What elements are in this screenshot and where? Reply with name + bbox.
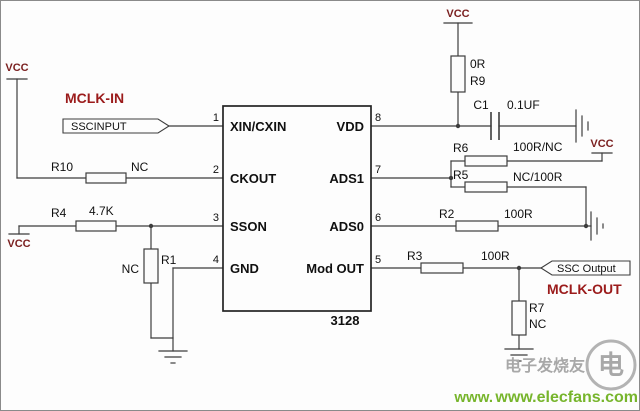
chip-part-number: 3128 [331, 313, 360, 328]
watermark-logo-char: 电 [598, 350, 624, 380]
resistor-r2-value: 100R [504, 207, 533, 221]
resistor-r10: R10 NC [51, 160, 149, 184]
resistor-r1-value: NC [122, 262, 140, 276]
resistor-r5: R5 NC/100R [453, 168, 563, 193]
vcc-label-bottom-left: VCC [7, 238, 30, 250]
watermark-url: www.elecfans.com [494, 389, 638, 406]
vcc-label-mid-right: VCC [590, 138, 613, 150]
resistor-r3: R3 100R [407, 249, 510, 274]
resistor-r3-ref: R3 [407, 249, 423, 263]
resistor-r4: R4 4.7K [51, 204, 117, 232]
resistor-r9-ref: R9 [470, 74, 486, 88]
watermark-url-prefix: www. [453, 389, 493, 406]
resistor-r10-ref: R10 [51, 160, 73, 174]
ssc-output-flag-label: SSC Output [557, 263, 616, 275]
mclk-out-label: MCLK-OUT [547, 281, 622, 297]
sscinput-flag-label: SSCINPUT [71, 121, 127, 133]
net-flag-sscinput: SSCINPUT [62, 118, 171, 134]
pin-label-mod-out: Mod OUT [306, 261, 364, 276]
resistor-r2-ref: R2 [439, 207, 455, 221]
resistor-r9: 0R R9 [450, 55, 486, 93]
net-flag-ssc-output: SSC Output [539, 260, 631, 276]
wires [16, 22, 603, 352]
vcc-symbol-mid-right: VCC [590, 138, 614, 154]
resistor-r9-value: 0R [470, 57, 486, 71]
ground-symbol-r7 [504, 348, 534, 362]
pin-label-sson: SSON [230, 219, 267, 234]
chip-3128: XIN/CXIN CKOUT SSON GND VDD ADS1 ADS0 Mo… [213, 105, 381, 328]
junction-dots [148, 123, 589, 271]
pin-number-7: 7 [375, 164, 381, 176]
resistor-r7-value: NC [529, 317, 547, 331]
vcc-symbol-top-right: VCC [443, 8, 473, 24]
resistor-r6-ref: R6 [453, 141, 469, 155]
pin-number-4: 4 [213, 254, 219, 266]
capacitor-c1: C1 0.1UF [473, 98, 540, 140]
pin-label-gnd: GND [230, 261, 259, 276]
resistor-r1: NC R1 [122, 248, 177, 284]
pin-number-3: 3 [213, 212, 219, 224]
resistor-r7-ref: R7 [529, 301, 545, 315]
vcc-label-top-left: VCC [5, 62, 28, 74]
resistor-r5-value: NC/100R [513, 170, 563, 184]
pin-label-ckout: CKOUT [230, 171, 276, 186]
resistor-r6-value: 100R/NC [513, 140, 563, 154]
pin-number-1: 1 [213, 112, 219, 124]
pin-number-6: 6 [375, 212, 381, 224]
resistor-r4-value: 4.7K [89, 204, 114, 218]
vcc-label-top-right: VCC [446, 8, 469, 20]
capacitor-c1-ref: C1 [473, 98, 489, 112]
pin-label-ads0: ADS0 [329, 219, 364, 234]
mclk-in-label: MCLK-IN [65, 90, 124, 106]
pin-number-2: 2 [213, 164, 219, 176]
ground-symbol-c1 [575, 109, 589, 143]
resistor-r4-ref: R4 [51, 206, 67, 220]
resistor-r2: R2 100R [439, 207, 533, 232]
resistor-r1-ref: R1 [161, 253, 177, 267]
pin-label-xin-cxin: XIN/CXIN [230, 119, 286, 134]
resistor-r6: R6 100R/NC [453, 140, 563, 167]
pin-label-vdd: VDD [337, 119, 364, 134]
resistor-r7: R7 NC [511, 300, 547, 336]
resistor-r3-value: 100R [481, 249, 510, 263]
ground-symbol-gnd-pin [158, 350, 188, 364]
ground-symbol-r2 [590, 211, 604, 241]
watermark: 电 电子发烧友 www. www.elecfans.com [453, 339, 638, 406]
watermark-logo-circle [585, 339, 637, 391]
vcc-symbol-bottom-left: VCC [7, 225, 31, 250]
vcc-symbol-top-left: VCC [5, 62, 29, 80]
pin-number-5: 5 [375, 254, 381, 266]
pin-number-8: 8 [375, 112, 381, 124]
resistor-r10-value: NC [131, 160, 149, 174]
capacitor-c1-value: 0.1UF [507, 98, 540, 112]
resistor-r5-ref: R5 [453, 168, 469, 182]
watermark-brand: 电子发烧友 [505, 356, 586, 375]
pin-label-ads1: ADS1 [329, 171, 364, 186]
